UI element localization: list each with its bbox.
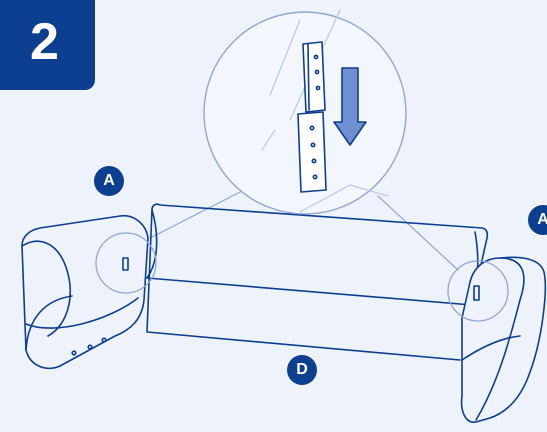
step-badge: 2 [0, 0, 95, 90]
armrest-left-a [22, 216, 148, 369]
label-base: D [287, 355, 317, 385]
sofa-base-d [147, 204, 487, 360]
armrest-right-a [462, 257, 546, 422]
step-number: 2 [30, 16, 59, 68]
bracket-upper [303, 42, 325, 112]
magnifier-detail [204, 10, 406, 214]
bracket-lower [298, 112, 326, 192]
label-armrest-left: A [94, 166, 124, 196]
